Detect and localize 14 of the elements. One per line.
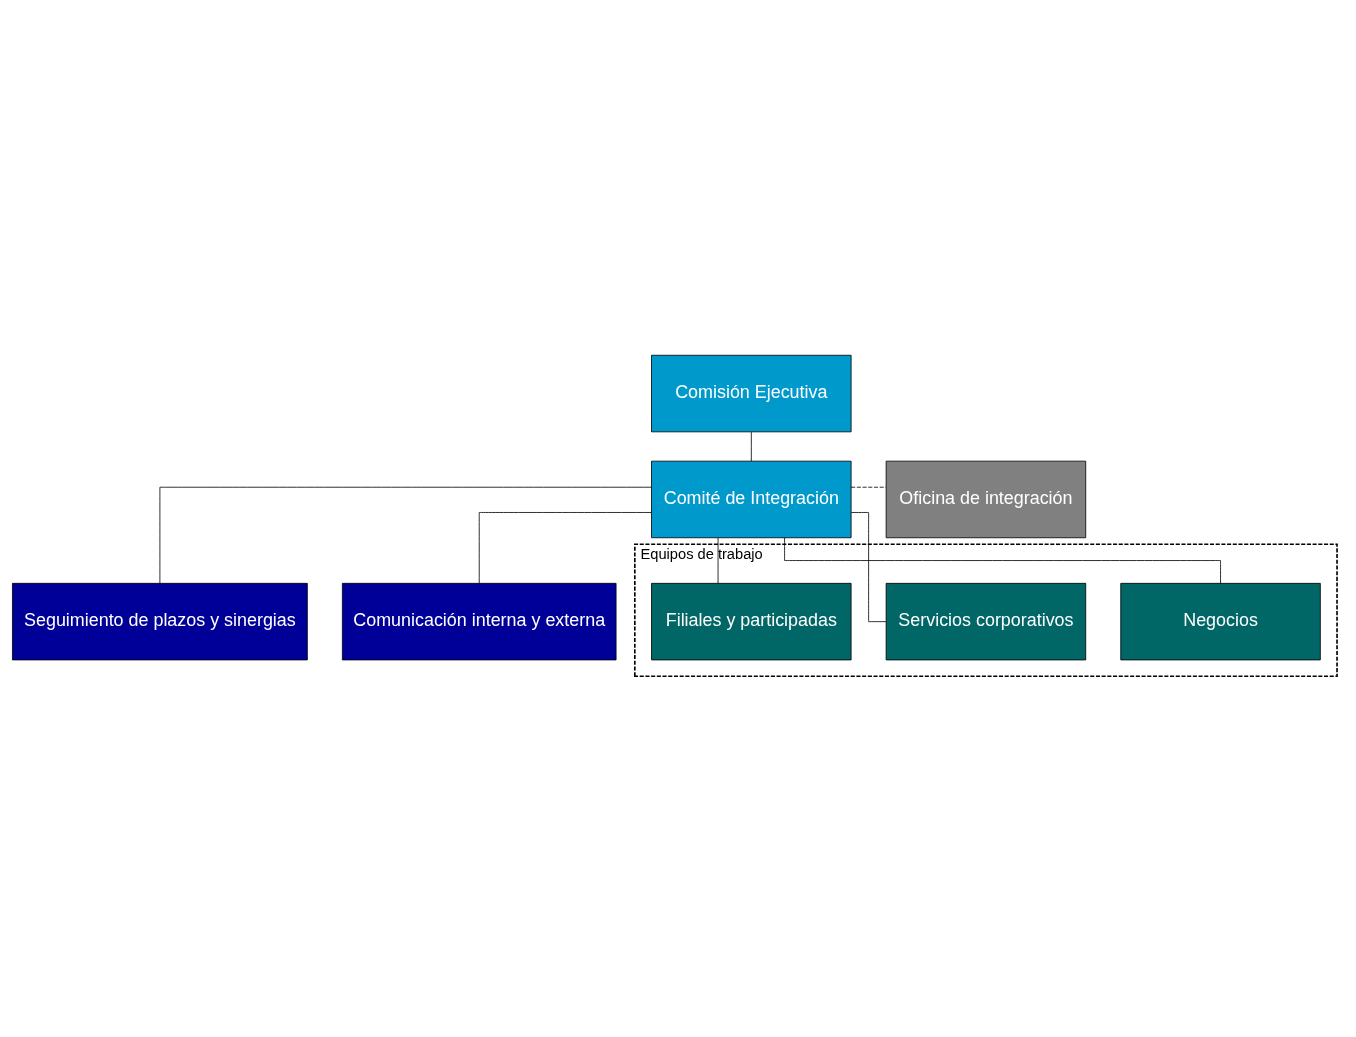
node-box: Oficina de integración [885,460,1087,538]
connector [750,431,752,462]
node-box: Seguimiento de plazos y sinergias [12,582,308,660]
node-box: Servicios corporativos [885,582,1087,660]
connector [850,486,887,488]
node-box: Comisión Ejecutiva [651,354,852,432]
connector [717,536,719,584]
node-box: Comunicación interna y externa [341,582,617,660]
node-box: Negocios [1120,582,1321,660]
node-box: Filiales y participadas [651,582,852,660]
connector [784,536,1221,584]
node-box: Comité de Integración [651,460,852,538]
connector [159,486,652,584]
connector [478,511,652,584]
